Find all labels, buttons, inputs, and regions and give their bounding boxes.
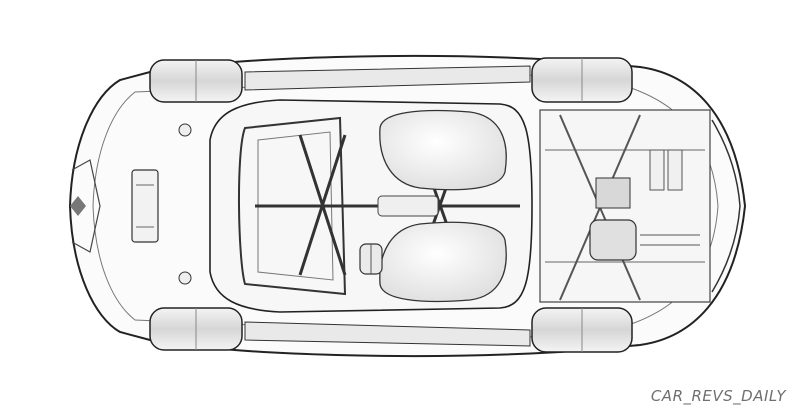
front-left-wheel bbox=[149, 59, 243, 103]
left-sill bbox=[244, 65, 531, 91]
watermark-text: CAR_REVS_DAILY bbox=[650, 387, 786, 405]
left-seat bbox=[379, 109, 507, 191]
steering-wheel bbox=[359, 243, 383, 275]
right-seat bbox=[379, 221, 507, 303]
engine-bay bbox=[539, 109, 711, 303]
rear-edge bbox=[711, 119, 741, 293]
windshield-frame bbox=[237, 116, 347, 296]
front-nose bbox=[71, 159, 101, 253]
rear-left-wheel bbox=[531, 57, 633, 103]
rear-right-wheel bbox=[531, 307, 633, 353]
right-sill bbox=[244, 321, 531, 347]
center-console bbox=[377, 195, 439, 217]
front-intake bbox=[131, 169, 159, 243]
front-right-wheel bbox=[149, 307, 243, 351]
front-emblem bbox=[70, 196, 86, 216]
